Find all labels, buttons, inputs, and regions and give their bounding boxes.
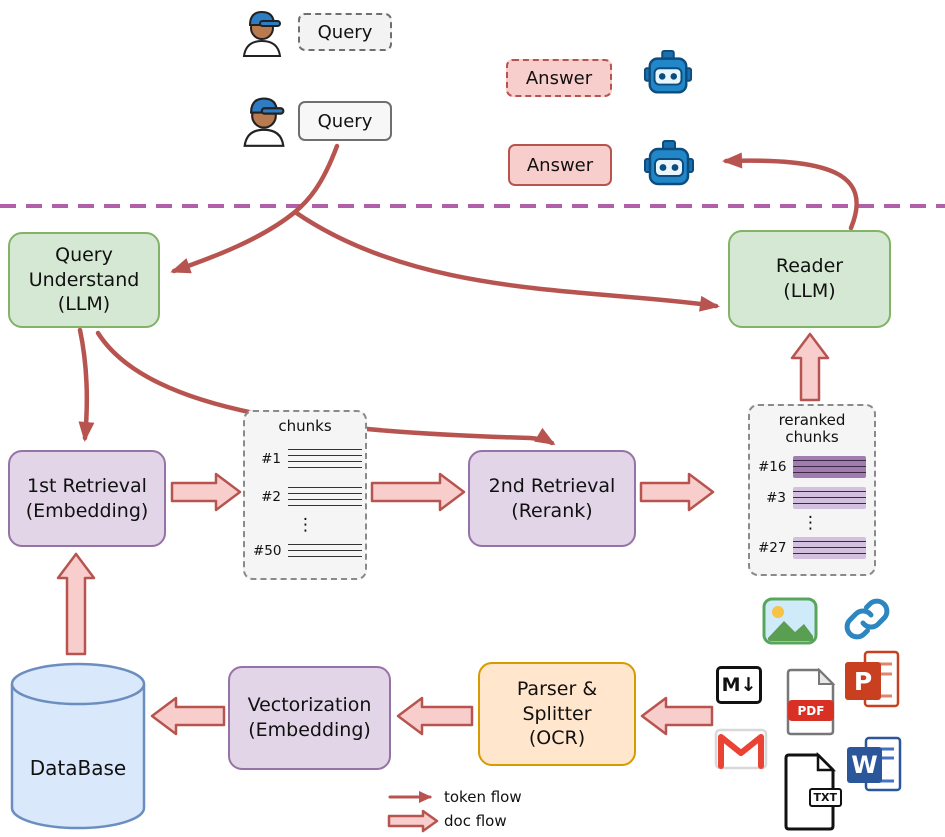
documents-to-parser-arrow [640,696,714,736]
chunk-row: #50 [253,539,362,562]
markdown-glyph: M↓ [716,666,762,704]
ellipsis: ⋮ [297,515,314,536]
query-understand-to-first-retrieval-arrow [77,327,95,442]
database-to-first-retrieval-arrow [56,552,96,656]
query-draft-label: Query [317,21,373,43]
image-icon [762,597,818,645]
database-label: DataBase [29,756,127,780]
markdown-icon: M↓ [716,666,762,704]
user-icon [236,4,288,58]
reranked-to-reader-arrow [790,332,830,402]
legend-doc-flow-label: doc flow [444,812,507,830]
database-cylinder [10,662,146,830]
legend-doc-arrow [387,809,439,833]
vectorization-node: Vectorization (Embedding) [228,666,391,770]
reader-to-answer-arrow [722,152,859,231]
chunk-row: #2 [253,482,362,511]
pdf-glyph: PDF [788,700,834,721]
highlighted-chunk [793,536,866,559]
query-to-reader-arrow [292,209,720,312]
ellipsis: ⋮ [802,512,819,533]
vectorization-to-database-arrow [150,696,226,736]
chunk-label: #27 [758,539,787,556]
robot-icon [643,49,693,99]
link-icon [843,594,891,644]
reranked-chunks-panel: reranked chunks #16 #3 ⋮ #27 [748,404,876,576]
chunk-label: #3 [766,489,786,506]
second-retrieval-label: 2nd Retrieval (Rerank) [488,474,616,522]
user-icon [236,90,292,148]
query-box-draft: Query [298,13,392,51]
chunk-row: #1 [253,444,362,473]
txt-file-icon: TXT [783,752,842,832]
first-retrieval-label: 1st Retrieval (Embedding) [25,474,149,522]
parser-splitter-label: Parser & Splitter (OCR) [516,677,598,750]
text-lines [288,539,362,562]
answer-box-draft: Answer [506,59,612,97]
query-to-query-understand-arrow [170,143,340,274]
answer-label: Answer [526,154,594,176]
reranked-panel-title: reranked chunks [778,411,846,447]
chunks-panel: chunks #1 #2 ⋮ #50 [243,410,367,580]
parser-splitter-node: Parser & Splitter (OCR) [478,662,636,766]
chunk-label: #50 [253,542,282,559]
chunks-to-second-retrieval-arrow [370,472,466,512]
query-understand-node: Query Understand (LLM) [8,232,160,328]
chunk-label: #2 [261,488,281,505]
answer-draft-label: Answer [525,67,593,89]
powerpoint-icon: P [843,648,901,712]
chunk-label: #1 [261,450,281,467]
reader-node: Reader (LLM) [728,230,891,328]
query-box: Query [298,101,392,141]
answer-box: Answer [508,144,612,186]
gmail-icon [713,724,769,774]
parser-to-vectorization-arrow [396,696,474,736]
robot-icon [643,139,695,191]
chunks-panel-title: chunks [278,417,332,435]
highlighted-chunk [793,455,866,478]
pdf-icon: PDF [785,668,837,736]
highlighted-chunk [793,486,866,509]
first-retrieval-to-chunks-arrow [170,472,242,512]
powerpoint-glyph: P [853,666,873,696]
query-understand-label: Query Understand (LLM) [28,243,140,316]
text-lines [288,444,362,473]
word-icon: W [845,735,903,795]
word-glyph: W [851,751,878,779]
chunk-row: #3 [758,486,866,509]
txt-glyph: TXT [808,788,842,807]
chunk-row: #16 [758,455,866,478]
second-retrieval-to-reranked-arrow [639,472,715,512]
second-retrieval-node: 2nd Retrieval (Rerank) [468,450,636,547]
first-retrieval-node: 1st Retrieval (Embedding) [8,450,166,547]
text-lines [288,482,362,511]
database-node: DataBase [8,660,148,832]
chunk-row: #27 [758,536,866,559]
reader-label: Reader (LLM) [775,255,844,302]
legend-token-flow-label: token flow [444,788,522,806]
query-label: Query [317,110,373,132]
chunk-label: #16 [758,458,787,475]
vectorization-label: Vectorization (Embedding) [247,694,372,741]
